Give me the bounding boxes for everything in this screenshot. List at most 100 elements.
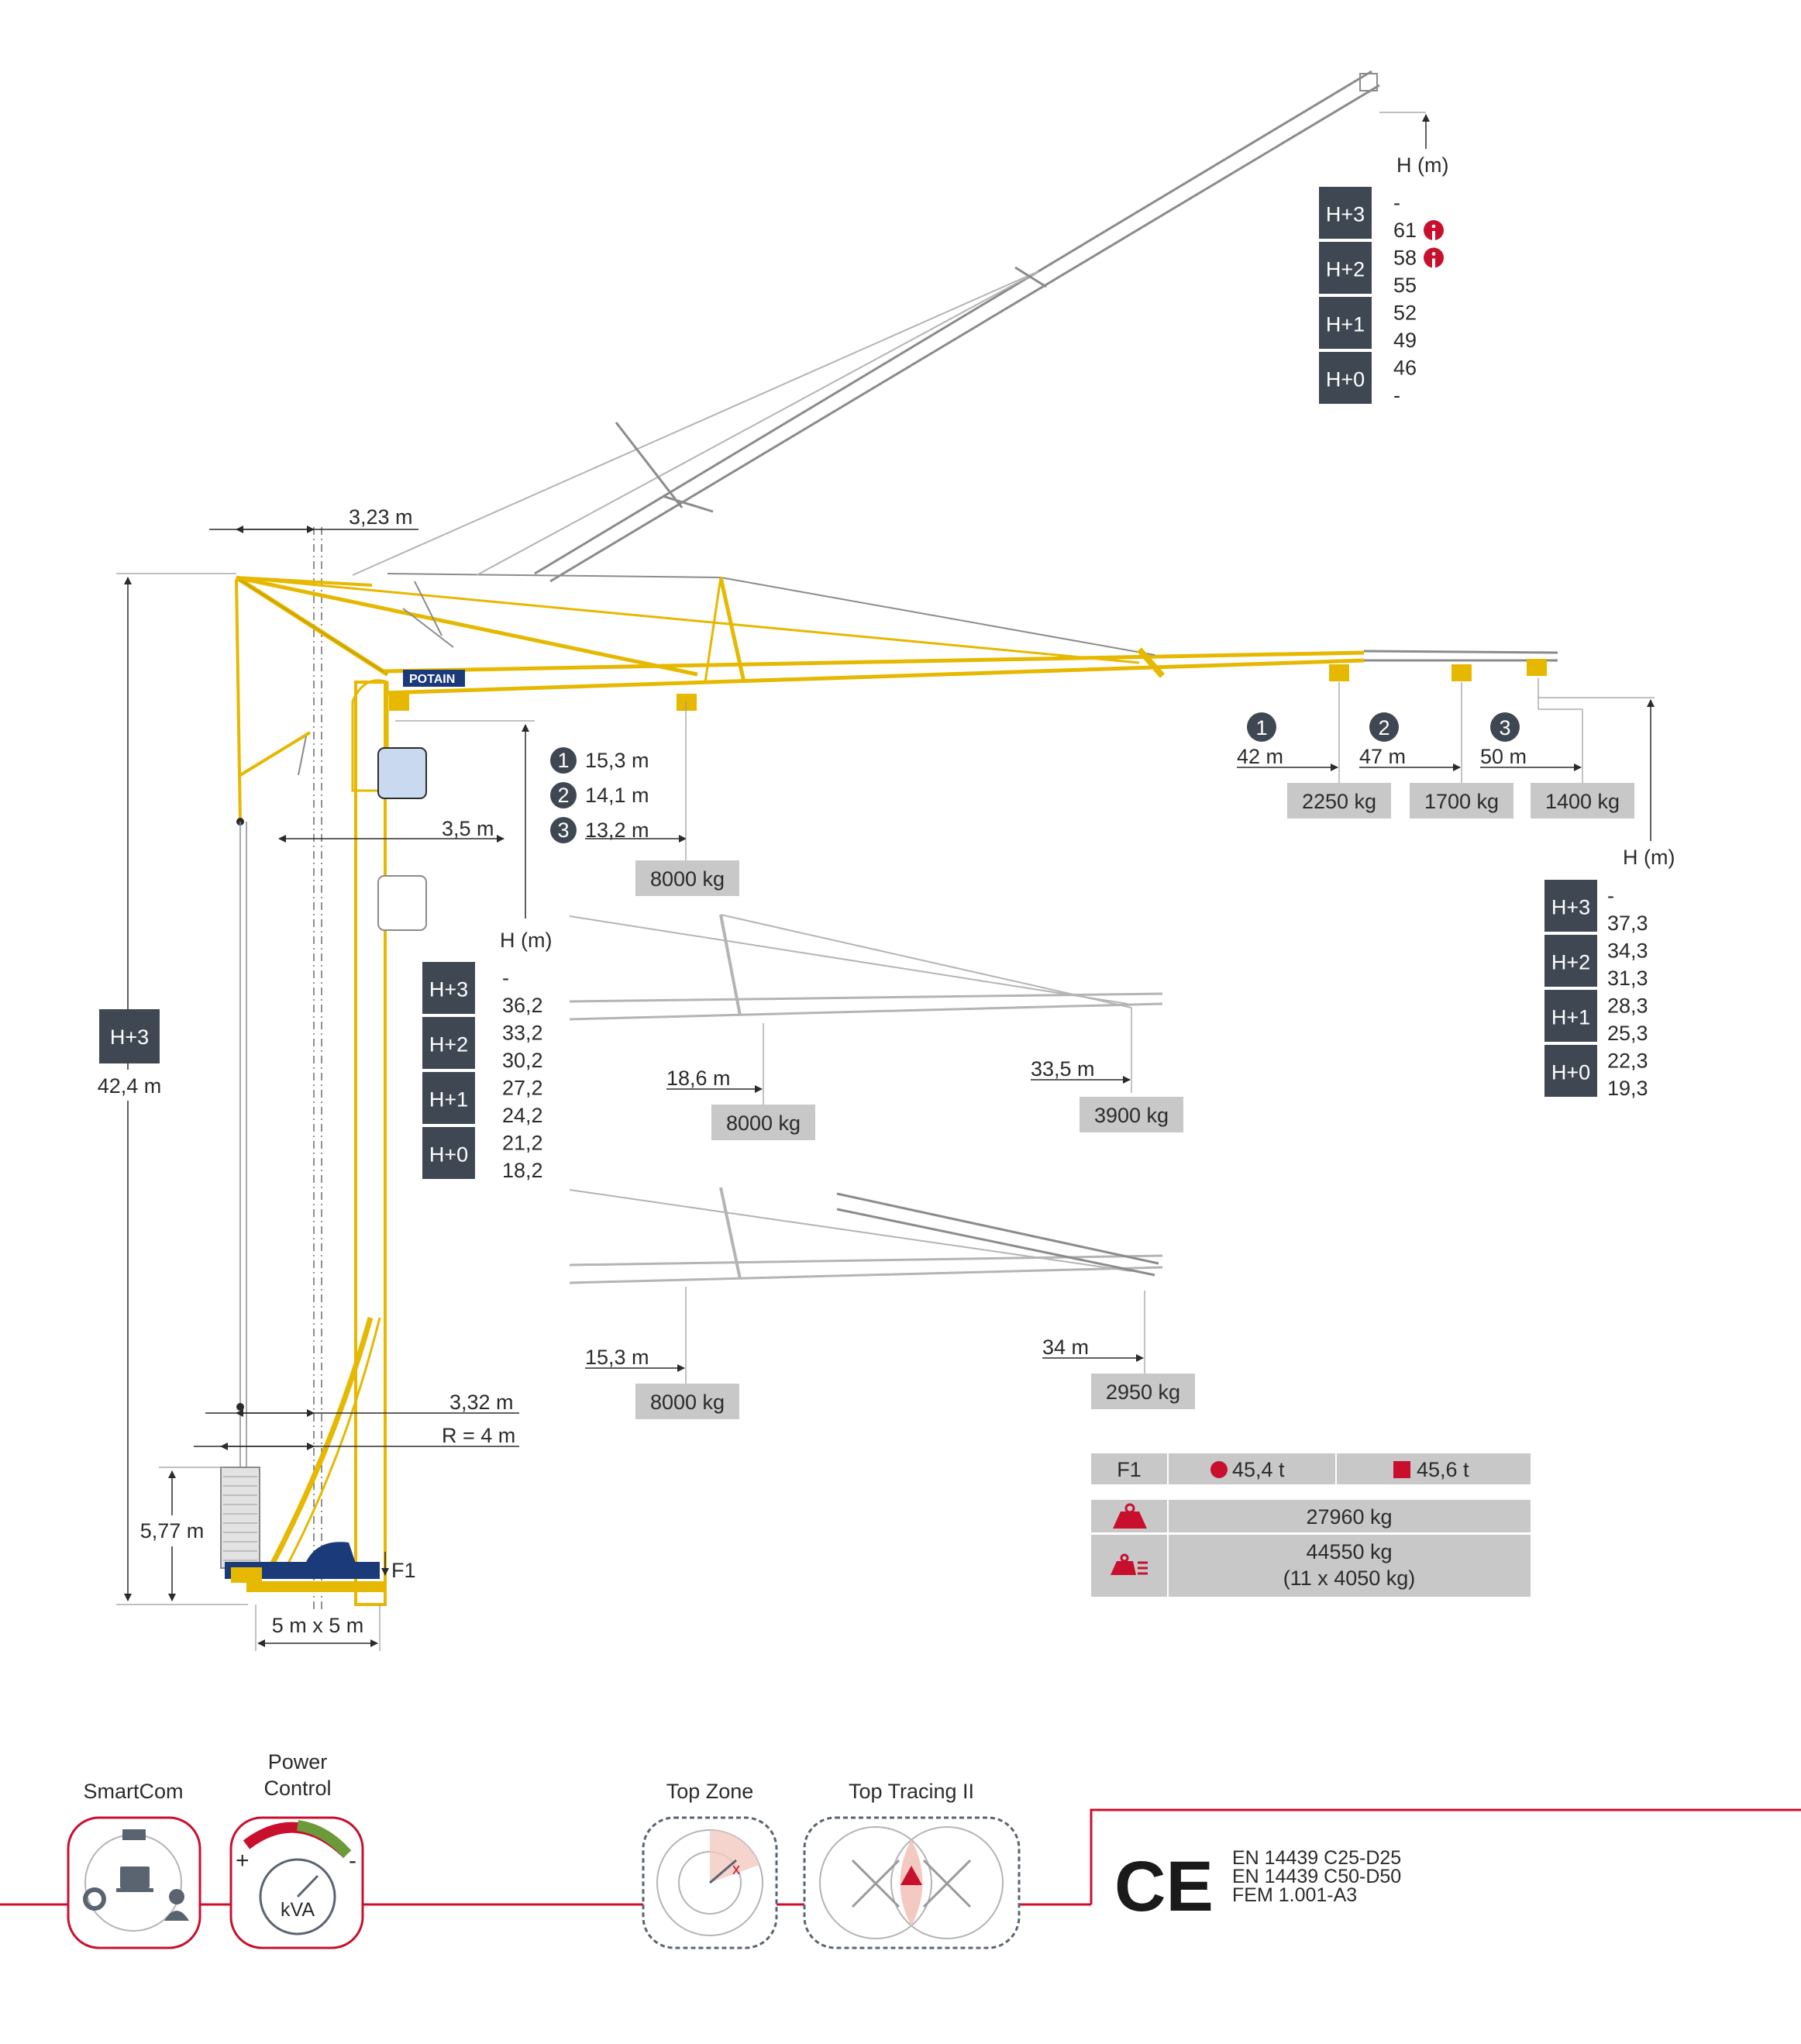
hook-height-unit: H (m) (500, 929, 552, 952)
luffed-height-value: 61 (1393, 219, 1417, 242)
smartcom-feature: SmartCom (67, 1780, 201, 1949)
main-dimensions: 3,23 m H+3 42,4 m 3,5 m 3,32 m R = 4 m 5… (93, 505, 519, 1651)
tip-load-box (1531, 783, 1634, 819)
svg-text:x: x (732, 1861, 740, 1878)
tip-number: 2 (1378, 716, 1389, 739)
tip-number: 1 (1255, 716, 1267, 739)
config-b-load-2: 3900 kg (1094, 1104, 1169, 1127)
luffed-height-badge (1319, 297, 1372, 349)
radius-number-badge (550, 817, 577, 843)
hook-height-badge-label: H+0 (429, 1143, 468, 1167)
luffed-height-value: - (1393, 191, 1400, 215)
tip-number-badge (1247, 712, 1276, 742)
max-load-value: 8000 kg (650, 867, 725, 891)
tip-number-badge (1490, 712, 1520, 742)
config-b-load-1: 8000 kg (726, 1112, 801, 1135)
base-offset-label: 3,32 m (449, 1391, 514, 1414)
config-b: 18,6 m 8000 kg 33,5 m 3900 kg (570, 915, 1183, 1140)
radius-label: R = 4 m (442, 1424, 515, 1447)
main-crane: POTAIN (221, 71, 1558, 1612)
ballast-weight-icon (1111, 1553, 1148, 1575)
top-zone-label: Top Zone (666, 1780, 754, 1803)
feature-row: SmartCom Power Control + - kVA Top Zone (0, 1750, 1801, 1949)
luffed-height-value: 58 (1393, 246, 1417, 270)
luffed-height-badge (1319, 352, 1372, 404)
f1-circle-value: 45,4 t (1232, 1458, 1285, 1481)
tip-height-value: 19,3 (1607, 1077, 1648, 1100)
luffed-height-value: 55 (1393, 274, 1417, 297)
standard-item: EN 14439 C50-D50 (1232, 1866, 1401, 1887)
config-c-load-1: 8000 kg (650, 1391, 725, 1414)
kva-gauge-icon (259, 1858, 336, 1935)
standard-item: FEM 1.001-A3 (1232, 1884, 1357, 1906)
weight-icon (1113, 1503, 1147, 1529)
a-frame (235, 575, 1140, 1581)
luffed-height-badge-label: H+2 (1326, 258, 1365, 281)
tip-number-badge (1369, 712, 1399, 742)
tip-height-value: - (1607, 884, 1614, 908)
tip-height-unit: H (m) (1623, 846, 1675, 869)
luffed-jib (353, 71, 1380, 583)
kva-label: kVA (281, 1899, 315, 1921)
power-control-label-1: Power (268, 1750, 328, 1773)
tower-height-value: 42,4 m (98, 1074, 162, 1098)
cab-offset-label: 3,5 m (442, 817, 494, 840)
hook-height-value: 27,2 (502, 1077, 543, 1100)
tip-height-badge-label: H+2 (1551, 951, 1590, 974)
config-b-radius-2: 33,5 m (1031, 1057, 1095, 1081)
base-size-label: 5 m x 5 m (272, 1614, 364, 1637)
tip-radius: 42 m (1237, 745, 1283, 768)
f1-square-value: 45,6 t (1417, 1458, 1469, 1481)
config-c-load-2: 2950 kg (1106, 1380, 1180, 1404)
tip-height-badge-label: H+1 (1551, 1006, 1590, 1029)
config-c: 15,3 m 8000 kg 34 m 2950 kg (570, 1187, 1195, 1419)
jib-logo: POTAIN (409, 673, 455, 686)
hook-height-value: 36,2 (502, 994, 543, 1017)
config-c-radius-2: 34 m (1042, 1336, 1089, 1359)
main-jib: POTAIN (384, 574, 1558, 695)
warning-icon (900, 1866, 922, 1885)
tip-height-badge (1544, 990, 1597, 1042)
ballast-detail: (11 x 4050 kg) (1283, 1567, 1416, 1590)
hook-height-badges: H+3H+2H+1H+0 (422, 962, 475, 1179)
hook-height-table: H (m) H+3H+2H+1H+0 -36,233,230,227,224,2… (395, 720, 552, 1182)
mass-value: 27960 kg (1306, 1505, 1392, 1529)
tip-height-value: 22,3 (1607, 1050, 1648, 1073)
svg-text:H+3: H+3 (110, 1025, 149, 1049)
luffed-height-badge-label: H+0 (1326, 368, 1365, 391)
luffed-height-badge-label: H+3 (1326, 203, 1365, 226)
config-c-radius-1: 15,3 m (585, 1346, 649, 1369)
operator-cabin (356, 747, 427, 931)
ce-mark-icon: CE (1114, 1847, 1214, 1926)
radius-value: 14,1 m (585, 784, 649, 807)
crane-top-icon (122, 1829, 146, 1840)
tip-height-value: 25,3 (1607, 1022, 1648, 1045)
hook-height-value: - (502, 967, 509, 990)
smartcom-label: SmartCom (83, 1780, 183, 1803)
radius-number: 3 (557, 819, 569, 842)
hook-height-badge (422, 1127, 475, 1179)
tower-mast (267, 681, 389, 1606)
hook-height-value: 24,2 (502, 1104, 543, 1127)
tip-load: 1400 kg (1545, 790, 1620, 813)
radius-number: 1 (557, 749, 569, 772)
tower-height-badge (99, 1009, 160, 1063)
loads-table: F1 45,4 t 45,6 t 27960 kg 44550 kg (11 x… (1091, 1453, 1531, 1597)
tip-load: 1700 kg (1424, 790, 1499, 813)
tip-height-value: 31,3 (1607, 967, 1648, 990)
force-f1-label: F1 (391, 1559, 416, 1582)
tip-height-table: H (m) H+3H+2H+1H+0 -37,334,331,328,325,3… (1538, 697, 1675, 1100)
hook-height-badge (422, 1072, 475, 1124)
top-tracing-feature: Top Tracing II (803, 1780, 1021, 1949)
luffed-height-value: - (1393, 384, 1400, 407)
tip-height-badge-label: H+0 (1551, 1061, 1590, 1084)
tip-load: 2250 kg (1302, 790, 1376, 813)
tip-radius: 47 m (1359, 745, 1406, 768)
info-icon (1424, 247, 1444, 268)
hook-height-badge (422, 962, 475, 1014)
